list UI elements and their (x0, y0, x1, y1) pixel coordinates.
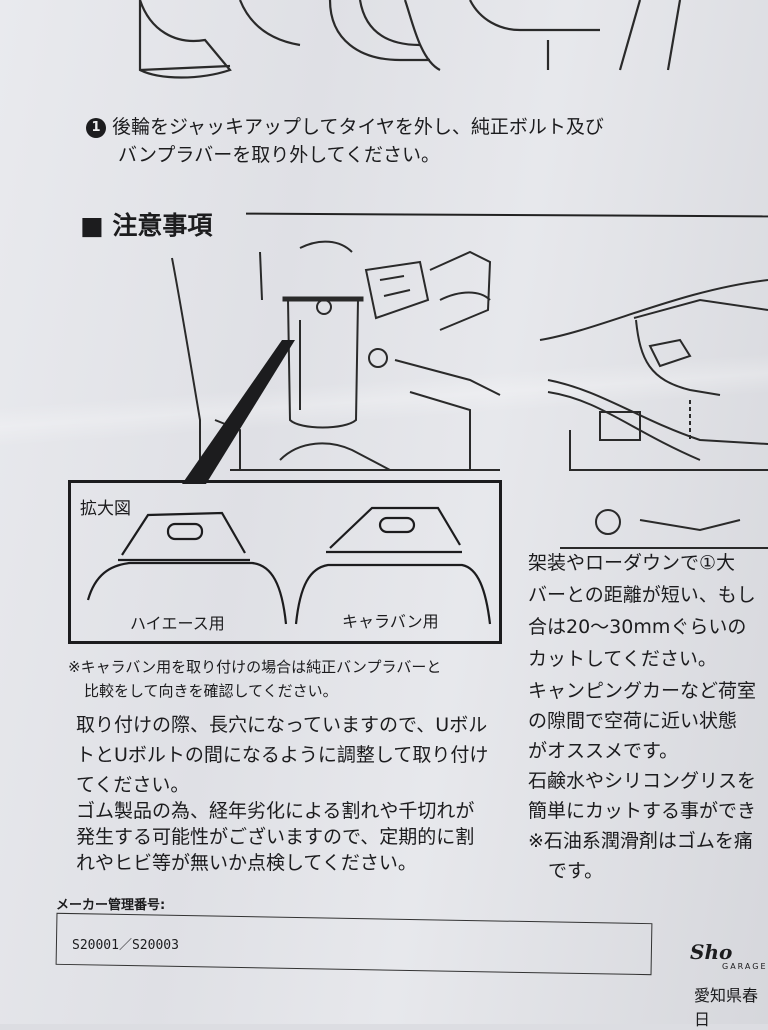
right-line-6: の隙間で空荷に近い状態 (528, 710, 738, 732)
logo-subtext: GARAGE (722, 962, 768, 971)
instr-p1-line2: トとUボルトの間になるように調整して取り付け (76, 744, 489, 766)
right-line-7: がオススメです。 (528, 740, 679, 762)
right-line-2: バーとの距離が短い、もし (528, 584, 756, 606)
engine-illustration (539, 279, 768, 549)
top-illustration (138, 0, 682, 79)
instr-p1-line3: てください。 (76, 774, 190, 796)
right-line-1: 架装やローダウンで①大 (528, 552, 736, 574)
hiace-label: ハイエース用 (130, 614, 225, 633)
caravan-label: キャラバン用 (342, 612, 439, 631)
step-number-badge: 1 (86, 118, 106, 138)
maker-number-value: S20001／S20003 (72, 938, 179, 953)
caution-heading: ■ 注意事項 (80, 211, 213, 240)
right-line-3: 合は20〜30mmぐらいの (528, 616, 747, 638)
company-logo: Sho (690, 940, 732, 964)
instr-p2-line2: 発生する可能性がございますので、定期的に割 (76, 826, 475, 848)
step1-text1: 後輪をジャッキアップしてタイヤを外し、純正ボルト及び (112, 116, 604, 138)
right-line-10: ※石油系潤滑剤はゴムを痛 (528, 830, 753, 852)
note-line2: 比較をして向きを確認してください。 (84, 682, 338, 700)
right-line-4: カットしてください。 (528, 648, 717, 670)
right-line-11: です。 (548, 860, 604, 882)
zoom-figure-box (68, 480, 502, 644)
note-line1: ※キャラバン用を取り付けの場合は純正バンプラバーと (68, 658, 442, 676)
right-line-5: キャンピングカーなど荷室 (528, 680, 757, 702)
hiace-part-drawing (86, 511, 288, 625)
bump-stop-illustration (171, 240, 501, 471)
instr-p2-line3: れやヒビ等が無いか点検してください。 (76, 852, 417, 874)
maker-number-label: メーカー管理番号: (56, 898, 166, 913)
right-line-9: 簡単にカットする事ができ (528, 800, 757, 822)
company-address: 愛知県春日 (694, 986, 759, 1029)
zoom-pointer (182, 340, 295, 484)
zoom-label: 拡大図 (80, 499, 131, 519)
step1-line1: 1 後輪をジャッキアップしてタイヤを外し、純正ボルト及び (86, 112, 604, 142)
step1-line2: バンプラバーを取り外してください。 (118, 144, 441, 166)
caravan-part-drawing (294, 506, 492, 625)
right-line-8: 石鹸水やシリコングリスを (528, 770, 757, 792)
instr-p1-line1: 取り付けの際、長穴になっていますので、Uボル (76, 714, 488, 736)
logo-text: Sho (690, 940, 733, 964)
instr-p2-line1: ゴム製品の為、経年劣化による割れや千切れが (76, 800, 475, 822)
